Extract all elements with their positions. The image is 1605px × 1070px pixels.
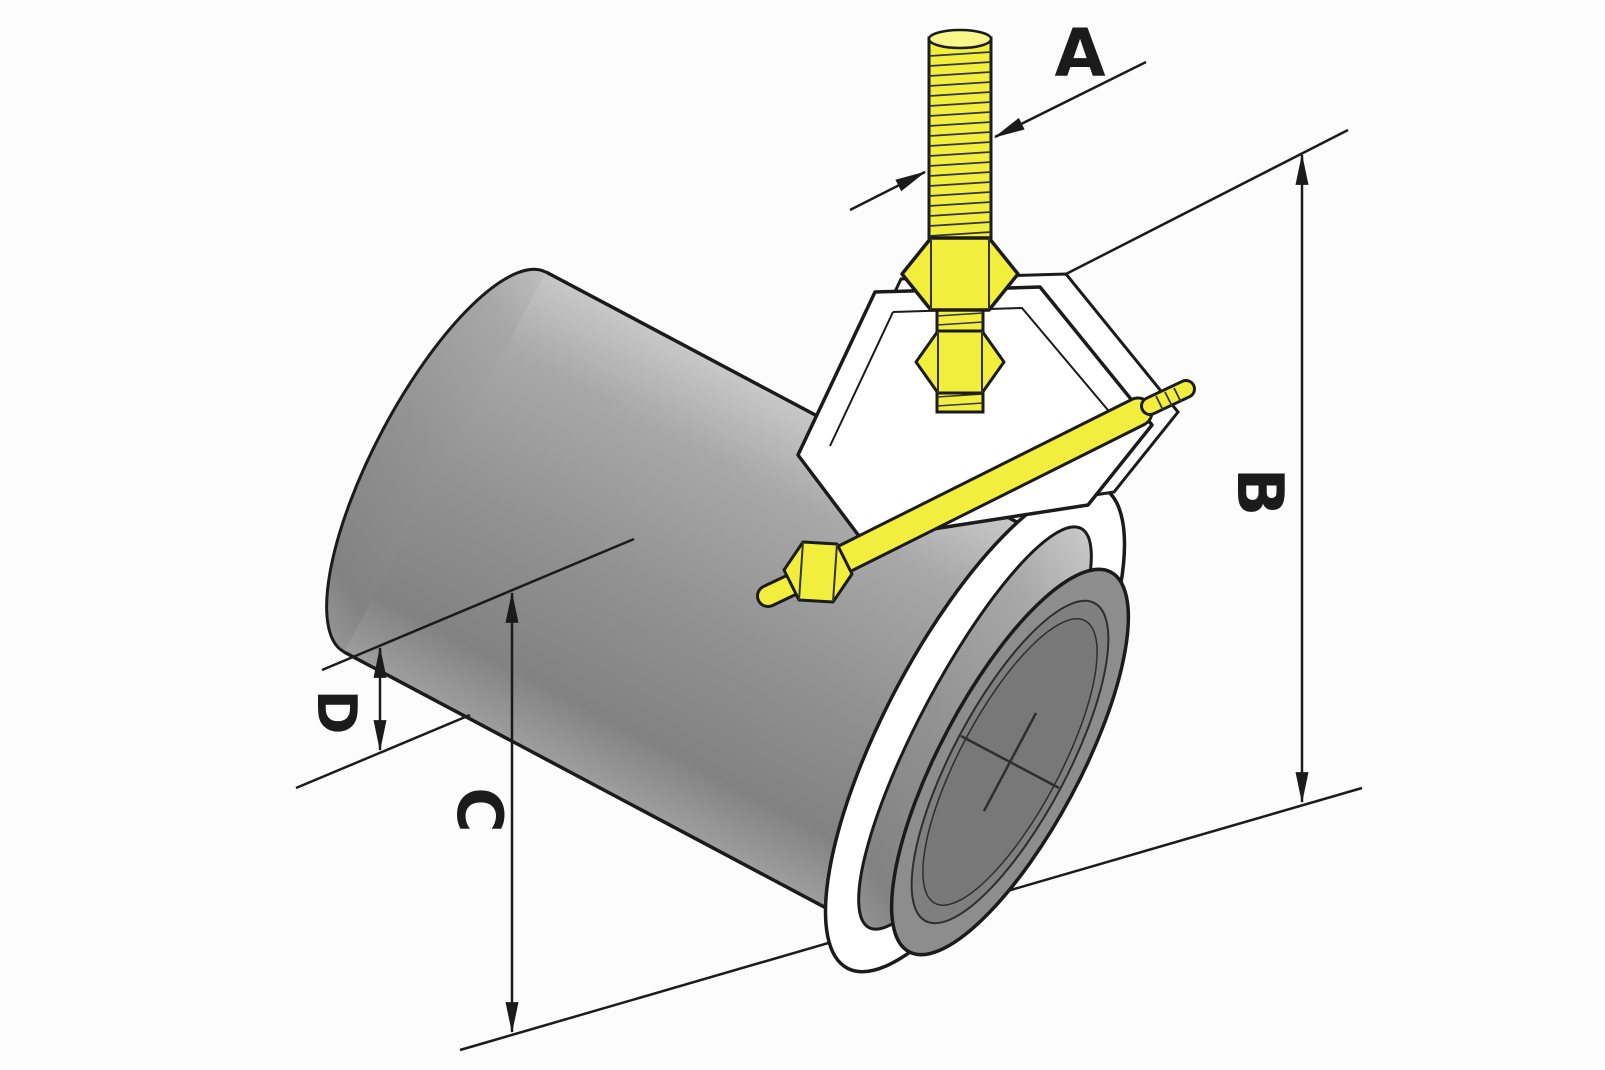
pipe-center-cross bbox=[960, 712, 1060, 812]
dim-label-a: A bbox=[1054, 15, 1105, 92]
rod-upper-section bbox=[927, 36, 993, 244]
dimension-d: D bbox=[305, 646, 387, 752]
dim-label-c: C bbox=[443, 787, 516, 833]
pipe-front-face bbox=[889, 567, 1131, 957]
dimension-b: B bbox=[1222, 153, 1309, 804]
bolt-tip-threads bbox=[1155, 387, 1182, 411]
bolt-nut-facets bbox=[798, 541, 838, 603]
dimension-c: C bbox=[443, 591, 519, 1034]
bolt-shaft bbox=[825, 399, 1151, 575]
rod-nut-upper-facets bbox=[930, 238, 990, 310]
dim-label-d: D bbox=[305, 690, 368, 735]
hanger-rod bbox=[900, 28, 1020, 414]
dim-b-extension-top bbox=[1065, 128, 1349, 276]
dim-label-b: B bbox=[1222, 468, 1296, 517]
dim-a-leader-lower bbox=[849, 170, 927, 212]
dim-a-leader-upper bbox=[993, 60, 1147, 139]
rod-top-cap bbox=[927, 28, 993, 50]
dimension-a: A bbox=[849, 15, 1147, 212]
dim-d-extension-bottom bbox=[295, 713, 471, 790]
cross-bolt bbox=[756, 379, 1196, 608]
rod-upper-threads bbox=[928, 51, 992, 237]
rod-nut-lower-facets bbox=[937, 331, 983, 393]
